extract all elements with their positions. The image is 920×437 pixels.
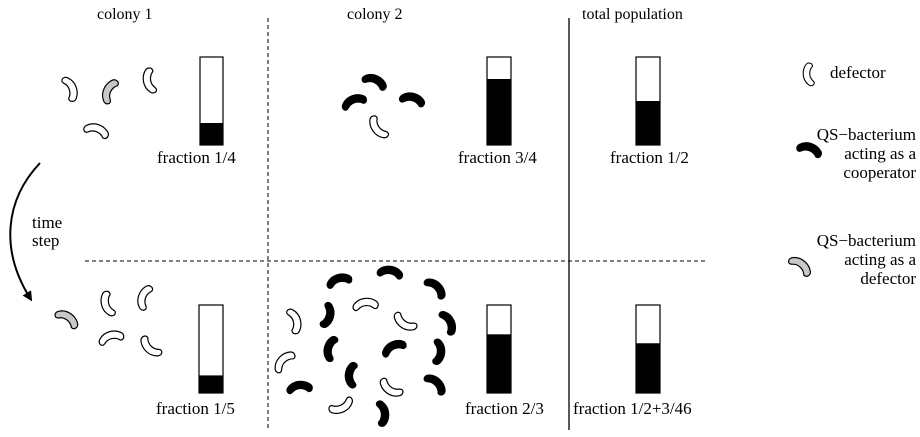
fraction-bar-fill-bottom-colony2 bbox=[487, 334, 511, 393]
legend: defector QS−bacterium acting as a cooper… bbox=[786, 61, 916, 288]
defector-bacterium bbox=[82, 120, 111, 140]
defector-bacterium bbox=[136, 334, 165, 361]
defector-bacterium bbox=[351, 295, 380, 313]
time-step-arrow bbox=[9, 162, 41, 302]
legend-defector-icon bbox=[800, 61, 817, 88]
cooperator-bacterium bbox=[432, 338, 446, 366]
defector-bacterium bbox=[139, 66, 159, 96]
defector-bacterium bbox=[59, 74, 82, 104]
fraction-label-total-top: fraction 1/2 bbox=[610, 148, 689, 167]
cooperator-bacterium bbox=[344, 361, 358, 389]
fraction-label-colony-2-top: fraction 3/4 bbox=[458, 148, 537, 167]
cooperator-bacterium bbox=[421, 370, 450, 397]
defector-bacterium bbox=[96, 289, 118, 319]
fraction-bar-fill-bottom-total bbox=[636, 343, 660, 393]
legend-qs-defector-line-3: defector bbox=[860, 269, 916, 288]
cooperator-bacterium bbox=[360, 70, 390, 92]
colony-2-bottom-bacteria bbox=[270, 264, 461, 428]
time-label-line-2: step bbox=[32, 231, 59, 250]
fraction-label-colony-2-bottom: fraction 2/3 bbox=[465, 399, 544, 418]
cooperator-bacterium bbox=[285, 378, 314, 396]
colony-1-top-bacteria bbox=[59, 66, 159, 140]
header-colony-1: colony 1 bbox=[97, 6, 153, 23]
defector-bacterium bbox=[390, 310, 420, 335]
header-colony-2: colony 2 bbox=[347, 6, 403, 23]
header-total-population: total population bbox=[582, 6, 683, 23]
defector-bacterium bbox=[284, 306, 306, 336]
cooperator-bacterium bbox=[378, 335, 408, 360]
defector-bacterium bbox=[376, 376, 406, 401]
fraction-bar-fill-top-colony2 bbox=[487, 79, 511, 145]
colony-1-bottom-bacteria bbox=[52, 283, 165, 361]
defector-bacterium bbox=[364, 113, 392, 143]
cooperator-bacterium bbox=[376, 264, 404, 280]
legend-qs-defector-line-1: QS−bacterium bbox=[817, 231, 916, 250]
fraction-bar-fill-bottom-colony1 bbox=[199, 375, 223, 393]
fraction-bar-fill-top-colony1 bbox=[200, 123, 223, 145]
fraction-bar-fill-top-total bbox=[636, 101, 660, 145]
cooperator-bacterium bbox=[319, 301, 337, 330]
cooperator-bacterium bbox=[321, 334, 339, 363]
legend-defector-label: defector bbox=[830, 63, 886, 82]
cooperator-bacterium bbox=[436, 307, 461, 337]
fraction-bars bbox=[198, 56, 661, 394]
legend-cooperator-line-3: cooperator bbox=[843, 163, 916, 182]
fraction-label-total-bottom: fraction 1/2+3/46 bbox=[573, 399, 692, 418]
qs-defector-bacterium bbox=[98, 76, 120, 106]
cooperator-bacterium bbox=[339, 90, 369, 113]
fraction-label-colony-1-top: fraction 1/4 bbox=[157, 148, 236, 167]
defector-bacterium bbox=[96, 326, 126, 348]
cooperator-bacterium bbox=[374, 399, 392, 428]
defector-bacterium bbox=[327, 394, 357, 419]
time-label-line-1: time bbox=[32, 213, 62, 232]
legend-cooperator-line-1: QS−bacterium bbox=[817, 125, 916, 144]
legend-qs-defector-icon bbox=[786, 252, 815, 279]
legend-cooperator-line-2: acting as a bbox=[844, 144, 916, 163]
cooperator-bacterium bbox=[324, 269, 354, 291]
colony-2-top-bacteria bbox=[339, 70, 427, 143]
fraction-label-colony-1-bottom: fraction 1/5 bbox=[156, 399, 235, 418]
defector-bacterium bbox=[270, 347, 297, 376]
qs-defector-bacterium bbox=[52, 306, 82, 331]
defector-bacterium bbox=[134, 283, 154, 312]
cooperator-bacterium bbox=[421, 274, 450, 301]
cooperator-bacterium bbox=[398, 90, 427, 108]
legend-qs-defector-line-2: acting as a bbox=[844, 250, 916, 269]
